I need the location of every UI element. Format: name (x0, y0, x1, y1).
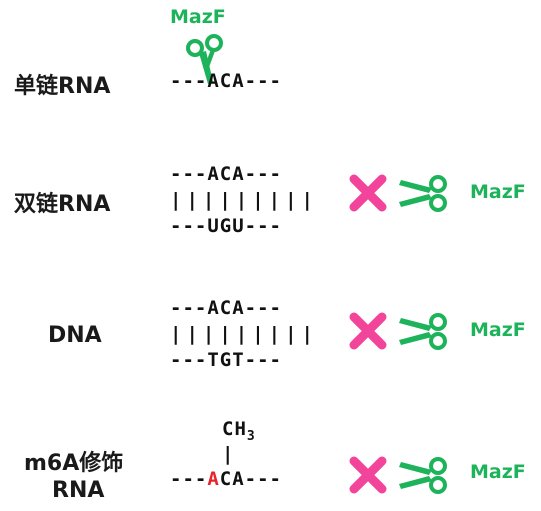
mazf-label-dna: MazF (470, 319, 526, 341)
dna-bottom-strand: ---TGT--- (170, 349, 282, 371)
methyl-subscript: 3 (246, 428, 256, 444)
mazf-label-m6a: MazF (470, 461, 526, 483)
methyl-group: CH3 (222, 418, 256, 444)
row-label-dna: DNA (48, 323, 102, 348)
cross-icon (349, 456, 387, 494)
scissors-icon (399, 313, 447, 350)
modified-base: A (207, 468, 220, 490)
scissors-icon (399, 175, 447, 212)
dna-top-strand: ---ACA--- (170, 297, 282, 319)
row-label-m6a-line2: RNA (52, 478, 105, 503)
m6a-strand: ---ACA--- (170, 468, 282, 490)
strand-prefix: --- (170, 468, 208, 490)
methyl-bond: | (222, 443, 235, 465)
cross-icon (349, 312, 387, 350)
dsrna-base-pairs: ||||||||| (170, 189, 318, 211)
strand-suffix: CA--- (219, 468, 282, 490)
mazf-label-top: MazF (170, 6, 226, 28)
row-label-dsrna: 双链RNA (14, 192, 111, 217)
row-label-m6a-line1: m6A修饰 (24, 451, 124, 476)
ssrna-strand: ---ACA--- (170, 70, 282, 92)
row-label-ssrna: 单链RNA (14, 74, 111, 99)
scissors-icon (186, 34, 223, 84)
methyl-group-text: CH (222, 418, 247, 440)
scissors-icon (399, 457, 447, 494)
dsrna-top-strand: ---ACA--- (170, 163, 282, 185)
mazf-label-dsrna: MazF (470, 181, 526, 203)
dna-base-pairs: ||||||||| (170, 323, 318, 345)
dsrna-bottom-strand: ---UGU--- (170, 215, 282, 237)
cross-icon (349, 174, 387, 212)
